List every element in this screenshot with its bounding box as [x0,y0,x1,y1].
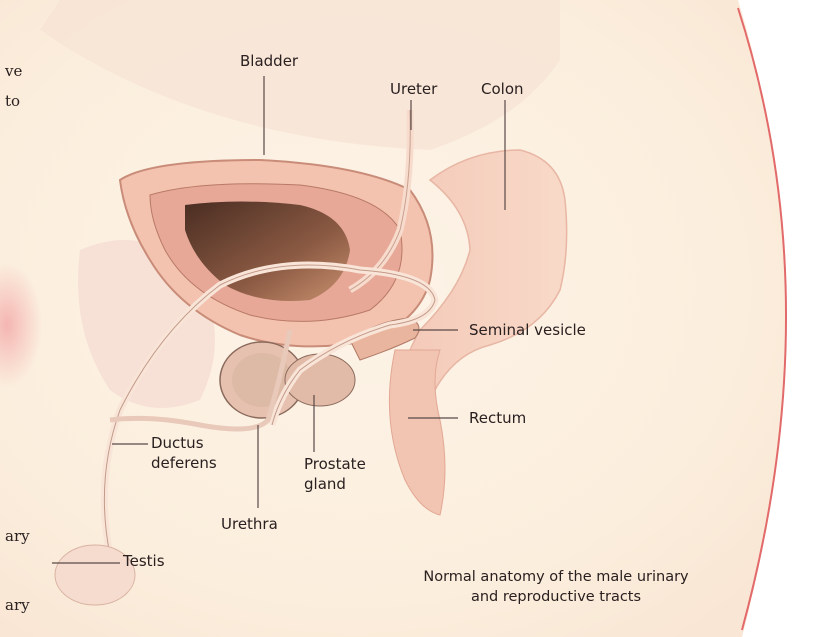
label-ureter: Ureter [390,80,437,99]
margin-text-top1: ve [5,62,22,80]
label-seminal-vesicle: Seminal vesicle [469,321,586,340]
label-ductus-deferens-2: deferens [151,454,217,473]
label-prostate-gland-1: Prostate [304,455,366,474]
margin-text-bottom2: ary [5,596,30,614]
label-colon: Colon [481,80,524,99]
label-ductus-deferens-1: Ductus [151,434,204,453]
label-prostate-gland-2: gland [304,475,346,494]
margin-text-top2: to [5,92,20,110]
figure-caption: Normal anatomy of the male urinary and r… [376,567,736,607]
label-urethra: Urethra [221,515,278,534]
label-rectum: Rectum [469,409,526,428]
label-bladder: Bladder [240,52,298,71]
caption-line-2: and reproductive tracts [376,587,736,607]
caption-line-1: Normal anatomy of the male urinary [376,567,736,587]
margin-text-bottom1: ary [5,527,30,545]
label-testis: Testis [123,552,165,571]
